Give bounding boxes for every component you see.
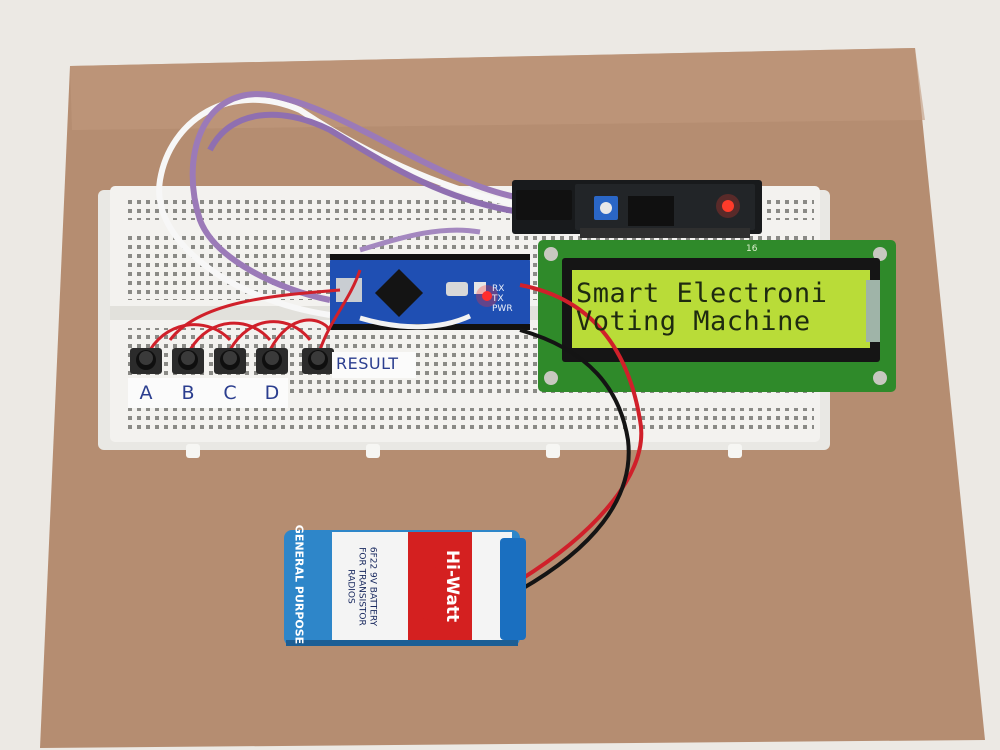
- battery-clip: [500, 538, 526, 640]
- label-strip-letters: [128, 378, 288, 408]
- crystal: [446, 282, 468, 296]
- i2c-backpack-module: [512, 180, 762, 238]
- button-b: [172, 348, 204, 374]
- reset-button: [474, 282, 486, 294]
- button-label-c: C: [223, 382, 237, 404]
- lcd-line-2: Voting Machine: [576, 306, 811, 337]
- usb-port: [336, 278, 362, 302]
- lcd-line-1: Smart Electroni: [576, 278, 828, 309]
- breadboard-holes-bottom: [124, 408, 814, 432]
- microcontroller-chip: [374, 268, 424, 318]
- battery-red-panel: [408, 532, 472, 644]
- wire-purple-1: [189, 91, 521, 303]
- wire-white: [156, 96, 521, 318]
- battery-9v: [284, 530, 526, 646]
- nano-rx-print: RX: [492, 284, 505, 294]
- wire-purple-3: [359, 227, 481, 253]
- lcd-module: [538, 240, 896, 392]
- result-label: RESULT: [336, 354, 399, 373]
- cardboard-shade: [70, 48, 925, 130]
- lcd-backlight-edge: [866, 280, 880, 342]
- power-led: [722, 200, 734, 212]
- lcd-screen: [572, 270, 870, 348]
- button-label-a: A: [139, 382, 153, 404]
- wire-battery-black: [519, 328, 631, 592]
- button-c: [214, 348, 246, 374]
- lcd-pin-mark: 16: [746, 244, 758, 254]
- battery-purpose: GENERAL PURPOSE: [292, 524, 306, 645]
- wire-purple-2: [207, 111, 521, 215]
- nano-pwr-print: PWR: [492, 304, 513, 314]
- battery-white-panel: [332, 532, 408, 644]
- push-buttons: [130, 348, 334, 374]
- nano-tx-print: TX: [492, 294, 504, 304]
- battery-spec: 6F22 9V BATTERY FOR TRANSISTOR RADIOS: [345, 546, 378, 627]
- button-result: [302, 348, 334, 374]
- battery-brand: Hi-Watt: [442, 549, 462, 623]
- i2c-chip: [628, 196, 674, 226]
- button-d: [256, 348, 288, 374]
- wire-battery-red: [518, 283, 644, 582]
- button-label-d: D: [264, 382, 280, 404]
- red-jumpers: [148, 269, 362, 351]
- button-a: [130, 348, 162, 374]
- nano-led: [482, 291, 492, 301]
- button-label-b: B: [181, 382, 195, 404]
- white-jumpers: [359, 313, 472, 330]
- label-strip-result: [332, 352, 416, 378]
